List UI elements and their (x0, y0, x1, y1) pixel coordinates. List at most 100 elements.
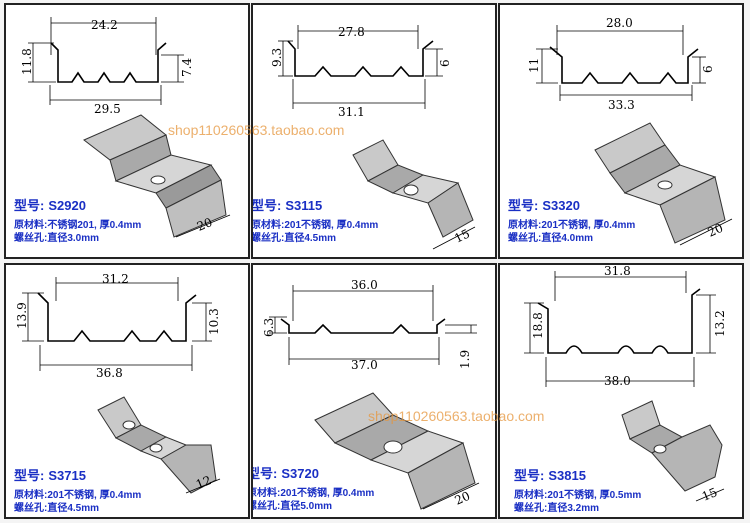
dim-right: 1.9 (458, 350, 472, 369)
model-line: 型号:S3115 (251, 195, 411, 214)
bracket-illustration (594, 122, 726, 244)
dim-bottom: 38.0 (604, 374, 631, 388)
model-label: 型号: (251, 198, 282, 213)
material-line: 原材料:不锈钢201, 厚0.4mm (14, 219, 174, 232)
hole-line: 螺丝孔:直径4.5mm (14, 502, 174, 515)
material-value: 201不锈钢, (280, 488, 330, 499)
hole-prefix: 直径 (541, 233, 562, 244)
hole-label: 螺丝孔: (14, 503, 48, 514)
profile-drawing: 28.0 33.3 11 6 20 (527, 16, 733, 246)
dim-right: 6 (438, 59, 452, 67)
hole-line: 螺丝孔:直径3.2mm (514, 502, 674, 515)
model-label: 型号: (514, 468, 545, 483)
dim-top: 36.0 (351, 278, 378, 292)
dim-left: 9.3 (270, 48, 284, 67)
dim-left: 18.8 (531, 312, 545, 339)
hole-value: 4.5mm (67, 503, 100, 514)
model-number: S3115 (285, 198, 323, 213)
model-number: S3815 (548, 468, 586, 483)
hole-line: 螺丝孔:直径3.0mm (14, 232, 174, 245)
model-number: S3720 (281, 466, 319, 481)
product-info: 型号:S2920 原材料:不锈钢201, 厚0.4mm 螺丝孔:直径3.0mm (14, 195, 174, 245)
thickness-label: 厚 (332, 488, 343, 499)
hole-label: 螺丝孔: (14, 233, 48, 244)
hole-value: 4.5mm (304, 233, 337, 244)
hole-line: 螺丝孔:直径5.0mm (253, 500, 407, 513)
model-line: 型号:S3815 (514, 465, 674, 484)
profile-drawing: 27.8 31.1 9.3 6 15 (270, 25, 476, 250)
material-label: 原材料: (251, 220, 285, 231)
model-label: 型号: (508, 198, 539, 213)
dim-left: 6.3 (262, 318, 276, 337)
dim-bottom: 37.0 (351, 358, 378, 372)
material-line: 原材料:201不锈钢, 厚0.4mm (14, 489, 174, 502)
material-label: 原材料: (14, 220, 48, 231)
hole-prefix: 直径 (47, 503, 68, 514)
profile-drawing: 31.8 38.0 18.8 13.2 15 (524, 265, 727, 504)
dim-left: 11.8 (20, 48, 34, 75)
material-label: 原材料: (14, 490, 48, 501)
dim-length: 20 (706, 221, 726, 240)
thickness-label: 厚 (593, 220, 604, 231)
product-card-s3815: 31.8 38.0 18.8 13.2 15 型号:S3815 原材料:201不… (498, 263, 744, 519)
material-value: 201不锈钢, (541, 220, 591, 231)
thickness-value: 0.5mm (609, 490, 642, 501)
hole-prefix: 直径 (280, 501, 301, 512)
dim-top: 28.0 (606, 16, 633, 30)
hole-label: 螺丝孔: (508, 233, 542, 244)
hole-label: 螺丝孔: (514, 503, 548, 514)
model-line: 型号:S3720 (253, 463, 407, 482)
dim-top: 27.8 (338, 25, 365, 39)
bracket-illustration (314, 392, 476, 510)
dim-right: 10.3 (207, 308, 221, 335)
profile-drawing: 31.2 36.8 13.9 10.3 12 (15, 272, 221, 494)
hole-prefix: 直径 (284, 233, 305, 244)
dim-bottom: 29.5 (94, 102, 121, 116)
profile-drawing: 36.0 37.0 6.3 1.9 20 (262, 278, 480, 510)
material-line: 原材料:201不锈钢, 厚0.4mm (508, 219, 668, 232)
product-info: 型号:S3320 原材料:201不锈钢, 厚0.4mm 螺丝孔:直径4.0mm (508, 195, 668, 245)
hole-line: 螺丝孔:直径4.0mm (508, 232, 668, 245)
dim-length: 20 (453, 489, 473, 508)
dim-bottom: 31.1 (338, 105, 365, 119)
dim-top: 24.2 (91, 18, 118, 32)
model-line: 型号:S2920 (14, 195, 174, 214)
model-number: S3320 (542, 198, 580, 213)
product-info: 型号:S3115 原材料:201不锈钢, 厚0.4mm 螺丝孔:直径4.5mm (251, 195, 411, 245)
dim-right: 6 (701, 65, 715, 73)
dim-length: 12 (194, 473, 213, 492)
hole-value: 5.0mm (300, 501, 333, 512)
thickness-value: 0.4mm (603, 220, 636, 231)
bracket-illustration (352, 139, 474, 238)
dim-length: 20 (195, 215, 214, 234)
dim-length: 15 (452, 226, 472, 245)
model-line: 型号:S3715 (14, 465, 174, 484)
material-label: 原材料: (253, 488, 281, 499)
model-label: 型号: (253, 466, 278, 481)
bracket-illustration (83, 114, 227, 238)
dim-length: 15 (700, 485, 719, 504)
thickness-value: 0.4mm (342, 488, 375, 499)
thickness-label: 厚 (336, 220, 347, 231)
hole-value: 4.0mm (561, 233, 594, 244)
product-card-s3320: 28.0 33.3 11 6 20 型号:S3320 原材料:201不锈钢, (498, 3, 744, 259)
model-label: 型号: (14, 468, 45, 483)
dim-right: 13.2 (713, 310, 727, 337)
thickness-value: 0.4mm (109, 220, 142, 231)
dim-right: 7.4 (180, 58, 194, 77)
material-line: 原材料:201不锈钢, 厚0.4mm (251, 219, 411, 232)
thickness-label: 厚 (599, 490, 610, 501)
hole-label: 螺丝孔: (251, 233, 285, 244)
model-line: 型号:S3320 (508, 195, 668, 214)
product-card-s3115: 27.8 31.1 9.3 6 15 型号:S3115 原材料:201不锈钢, (251, 3, 497, 259)
product-info: 型号:S3715 原材料:201不锈钢, 厚0.4mm 螺丝孔:直径4.5mm (14, 465, 174, 515)
dim-bottom: 36.8 (96, 366, 123, 380)
material-value: 201不锈钢, (284, 220, 334, 231)
material-line: 原材料:201不锈钢, 厚0.5mm (514, 489, 674, 502)
thickness-label: 厚 (99, 220, 110, 231)
model-label: 型号: (14, 198, 45, 213)
bracket-illustration (621, 400, 723, 492)
thickness-label: 厚 (99, 490, 110, 501)
dim-bottom: 33.3 (608, 98, 635, 112)
